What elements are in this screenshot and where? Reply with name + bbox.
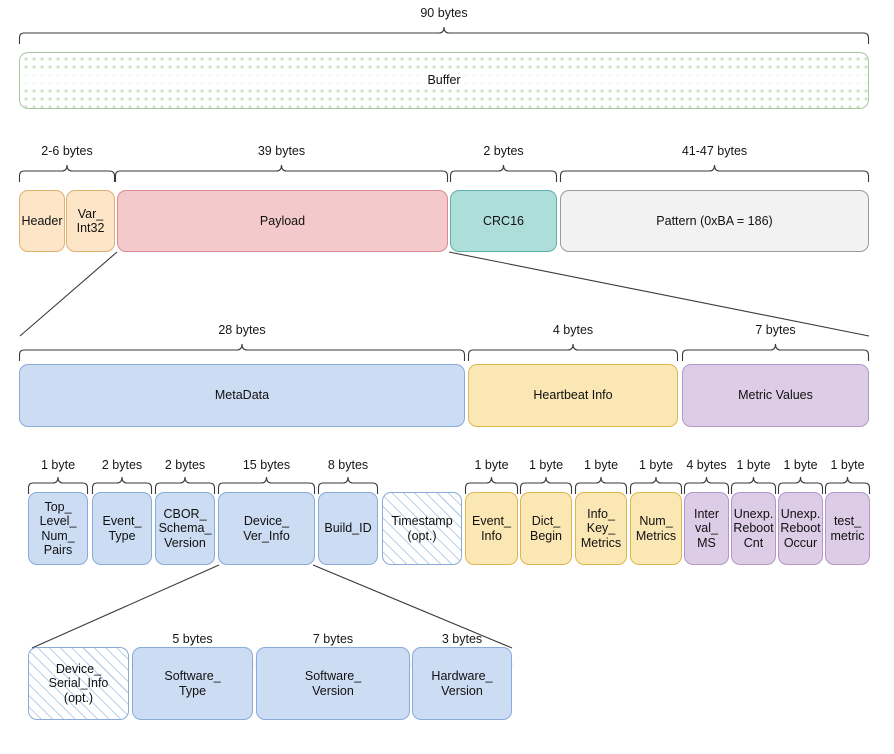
field-box-label: Metric Values: [738, 388, 813, 403]
field-box-label: Device_Ver_Info: [243, 514, 290, 543]
field-box-build-id[interactable]: Build_ID: [318, 492, 378, 565]
field-box-software-version[interactable]: Software_Version: [256, 647, 410, 720]
size-brace: [18, 164, 116, 182]
size-brace: [681, 343, 870, 361]
size-label: 3 bytes: [441, 632, 483, 646]
size-label: 39 bytes: [257, 144, 306, 158]
field-box-info-key-metrics[interactable]: Info_Key_Metrics: [575, 492, 627, 565]
field-box-label: Num_Metrics: [635, 514, 677, 543]
field-box-label: Dict_Begin: [530, 514, 562, 543]
field-box-top-level-num-pairs[interactable]: Top_Level_Num_Pairs: [28, 492, 88, 565]
field-box-label: Hardware_Version: [431, 669, 493, 698]
size-label: 7 bytes: [312, 632, 354, 646]
field-box-label: Pattern (0xBA = 186): [656, 213, 773, 228]
size-label: 1 byte: [736, 458, 771, 472]
size-label: 1 byte: [830, 458, 865, 472]
field-box-label: Event_Type: [102, 514, 142, 543]
size-label: 8 bytes: [327, 458, 369, 472]
field-box-label: Timestamp(opt.): [391, 514, 453, 543]
field-box-metadata[interactable]: MetaData: [19, 364, 465, 427]
size-label: 5 bytes: [172, 632, 213, 646]
size-label: 2 bytes: [483, 144, 524, 158]
field-box-crc16[interactable]: CRC16: [450, 190, 557, 252]
field-box-payload[interactable]: Payload: [117, 190, 448, 252]
field-box-heartbeat-info[interactable]: Heartbeat Info: [468, 364, 678, 427]
size-brace: [114, 164, 449, 182]
field-box-label: Software_Type: [164, 669, 221, 698]
field-box-label: Var_Int32: [76, 206, 105, 236]
field-box-device-ver-info[interactable]: Device_Ver_Info: [218, 492, 315, 565]
field-box-timestamp[interactable]: Timestamp(opt.): [382, 492, 462, 565]
size-brace: [18, 343, 466, 361]
size-label: 41-47 bytes: [681, 144, 748, 158]
field-box-buffer[interactable]: Buffer: [19, 52, 869, 109]
field-box-label: Buffer: [21, 73, 867, 88]
field-box-label: Heartbeat Info: [533, 388, 613, 403]
field-box-pattern[interactable]: Pattern (0xBA = 186): [560, 190, 869, 252]
field-box-device-serial-info[interactable]: Device_Serial_Info(opt.): [28, 647, 129, 720]
size-label: 2 bytes: [164, 458, 206, 472]
field-box-event-info[interactable]: Event_Info: [465, 492, 518, 565]
size-label: 1 byte: [528, 458, 564, 472]
field-box-num-metrics[interactable]: Num_Metrics: [630, 492, 682, 565]
field-box-label: Info_Key_Metrics: [580, 506, 622, 550]
field-box-dict-begin[interactable]: Dict_Begin: [520, 492, 572, 565]
size-label: 1 byte: [474, 458, 509, 472]
size-label: 1 byte: [638, 458, 674, 472]
field-box-label: Top_Level_Num_Pairs: [39, 499, 77, 558]
field-box-label: Payload: [259, 213, 306, 228]
field-box-label: Software_Version: [304, 669, 362, 698]
size-label: 28 bytes: [218, 323, 266, 337]
optional-field-hatch-pattern: [383, 493, 461, 564]
field-box-test-metric[interactable]: test_metric: [825, 492, 870, 565]
field-box-label: Device_Serial_Info(opt.): [48, 661, 109, 705]
size-label: 2-6 bytes: [41, 144, 93, 158]
field-box-event-type[interactable]: Event_Type: [92, 492, 152, 565]
field-box-label: Header: [21, 213, 63, 228]
field-box-cbor-schema-version[interactable]: CBOR_Schema_Version: [155, 492, 215, 565]
field-box-software-type[interactable]: Software_Type: [132, 647, 253, 720]
size-label: 1 byte: [583, 458, 619, 472]
field-box-hardware-version[interactable]: Hardware_Version: [412, 647, 512, 720]
field-box-label: Build_ID: [324, 521, 372, 536]
field-box-label: Event_Info: [472, 514, 511, 543]
field-box-label: test_metric: [830, 514, 865, 543]
field-box-label: CBOR_Schema_Version: [158, 506, 212, 550]
size-label: 4 bytes: [686, 458, 727, 472]
size-label: 7 bytes: [755, 323, 796, 337]
optional-field-hatch-pattern: [29, 648, 128, 719]
size-label: 2 bytes: [101, 458, 143, 472]
size-brace: [467, 343, 679, 361]
size-brace: [449, 164, 558, 182]
size-label: 1 byte: [783, 458, 818, 472]
size-label: 4 bytes: [552, 323, 594, 337]
size-label: 90 bytes: [420, 6, 468, 20]
field-box-label: MetaData: [214, 388, 270, 403]
field-box-var-int32[interactable]: Var_Int32: [66, 190, 115, 252]
size-brace: [18, 26, 870, 44]
field-box-label: CRC16: [483, 213, 524, 228]
size-label: 15 bytes: [242, 458, 291, 472]
size-label: 1 byte: [40, 458, 76, 472]
field-box-metric-values[interactable]: Metric Values: [682, 364, 869, 427]
field-box-header[interactable]: Header: [19, 190, 65, 252]
size-brace: [559, 164, 870, 182]
